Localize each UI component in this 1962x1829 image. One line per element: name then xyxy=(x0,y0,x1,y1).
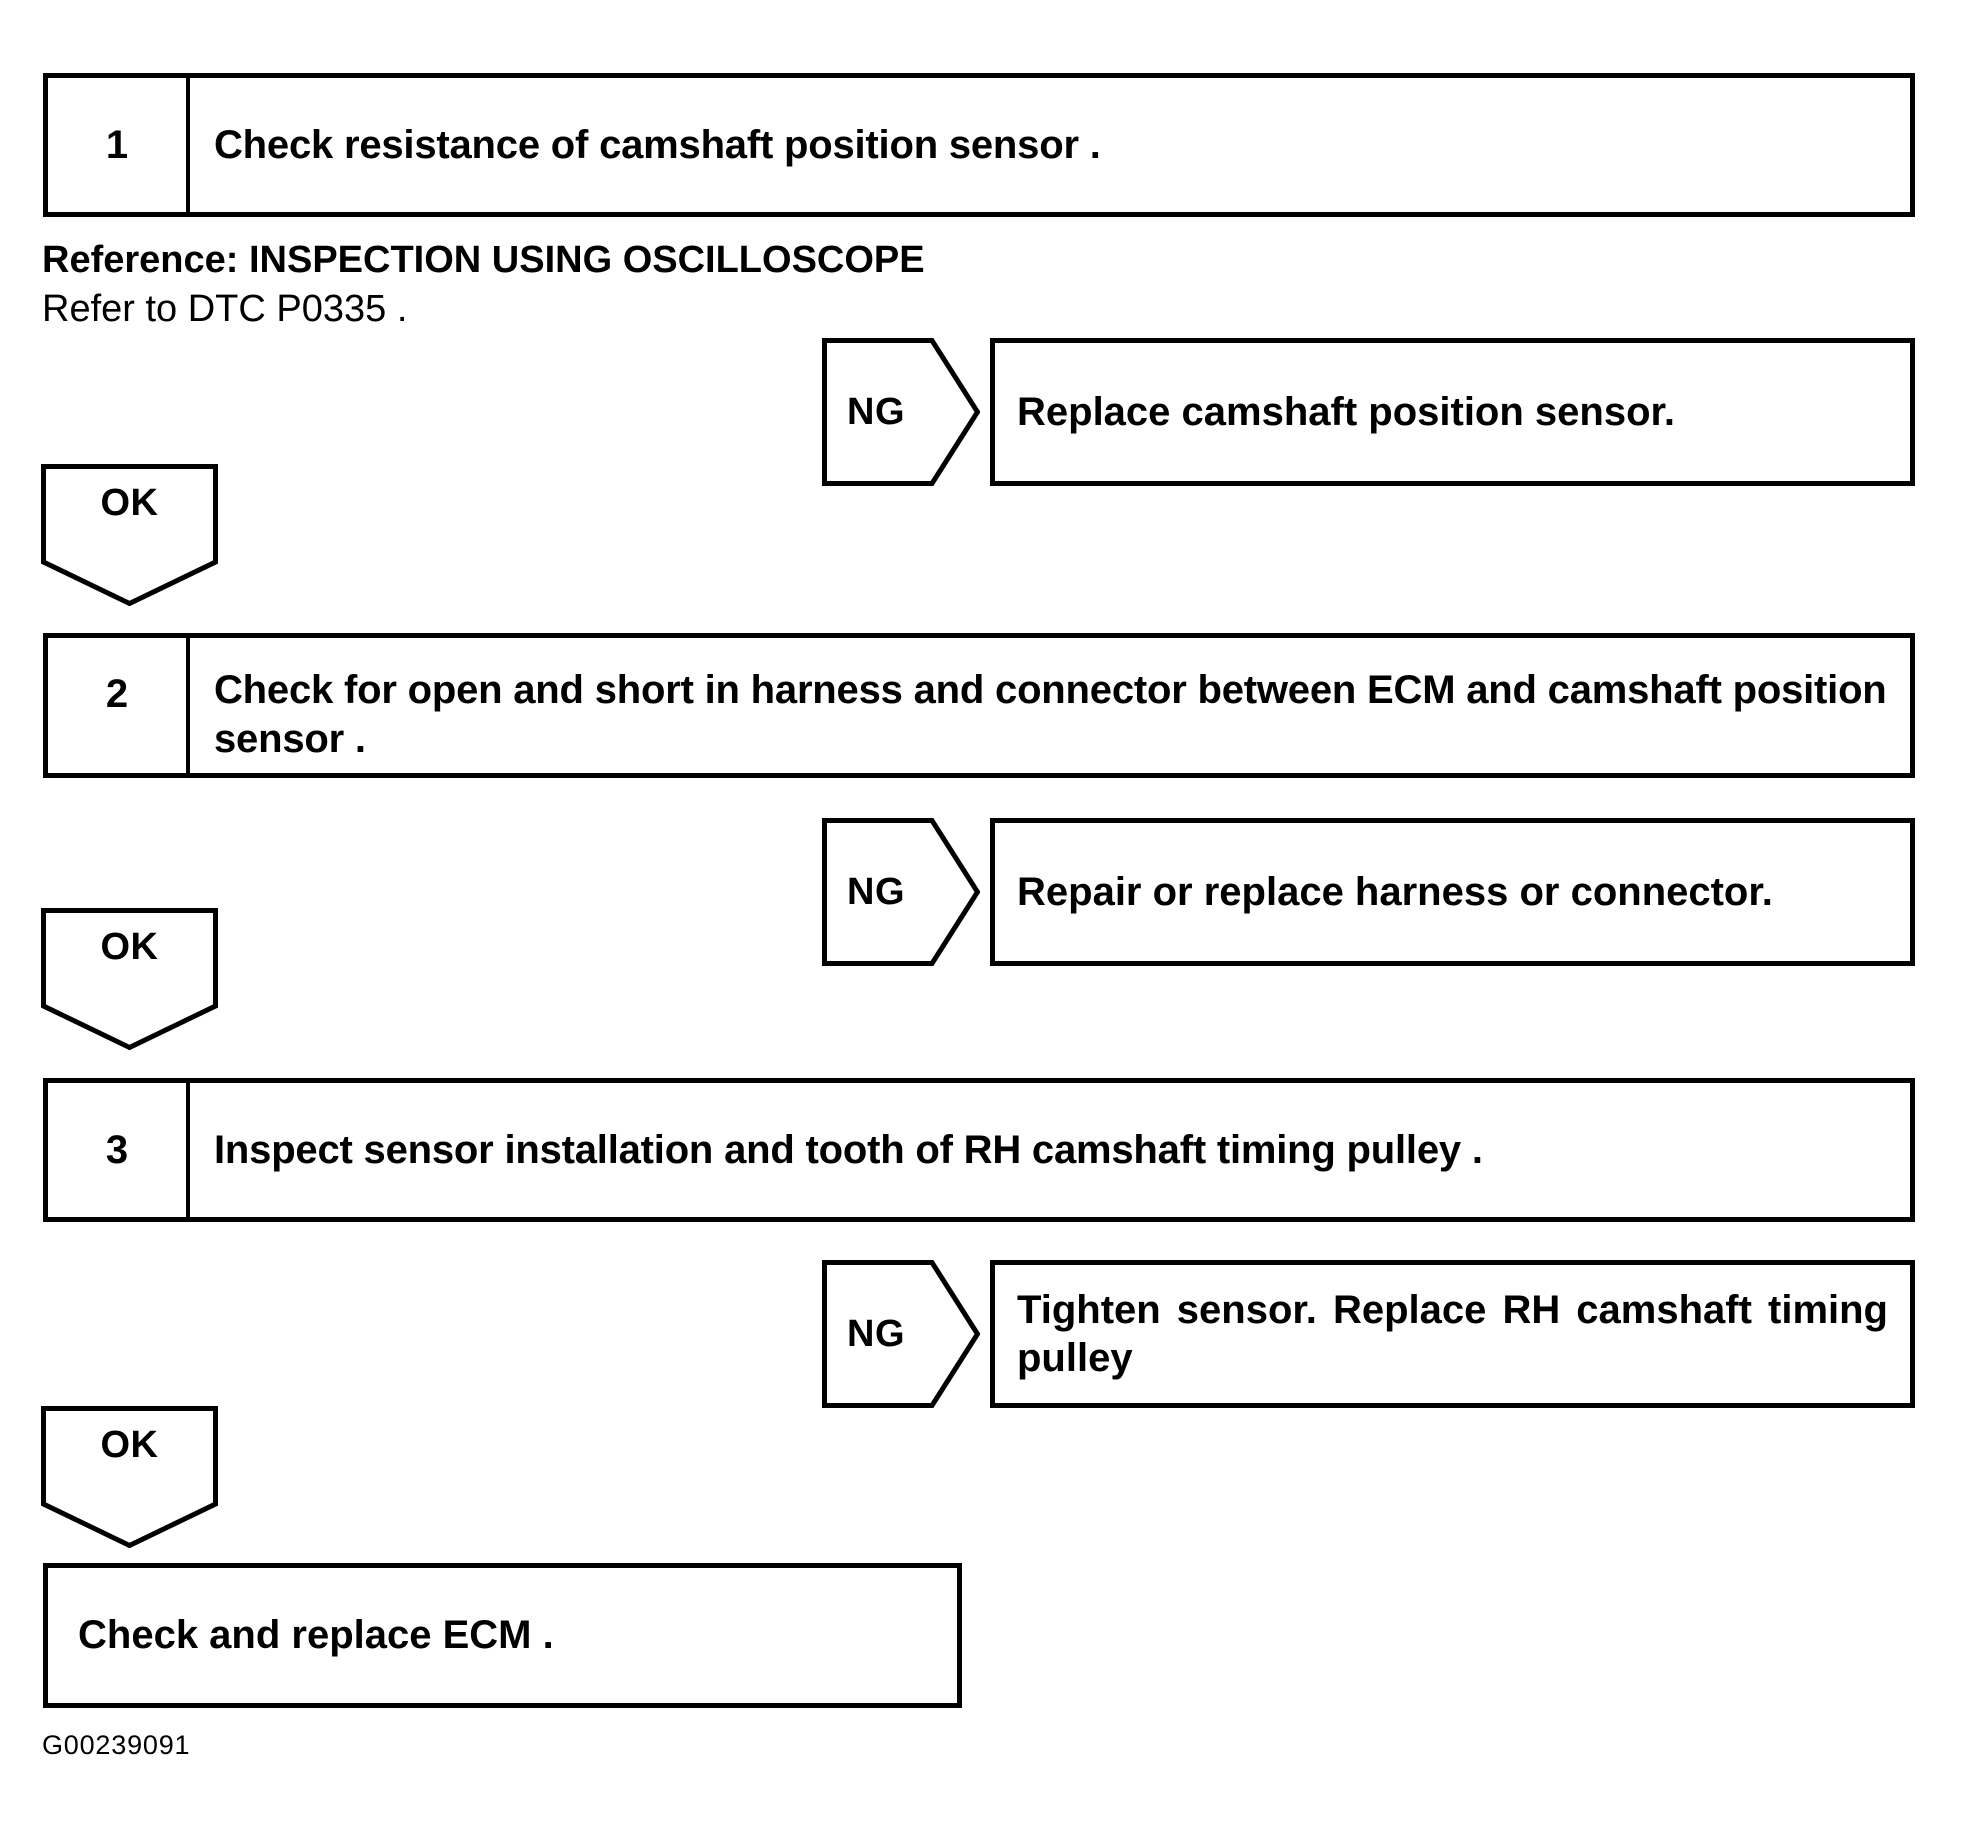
step-number-3: 3 xyxy=(48,1083,190,1217)
step-text-1: Check resistance of camshaft position se… xyxy=(214,122,1101,167)
ng-result-text-3: Tighten sensor. Replace RH camshaft timi… xyxy=(1017,1286,1888,1382)
final-action-text: Check and replace ECM . xyxy=(78,1613,554,1658)
ng-result-text-3-line1: Tighten sensor. Replace RH camshaft timi… xyxy=(1017,1288,1888,1332)
step-box-2: 2 Check for open and short in harness an… xyxy=(43,633,1915,778)
step-text-3: Inspect sensor installation and tooth of… xyxy=(214,1127,1483,1172)
reference-note: Reference: INSPECTION USING OSCILLOSCOPE… xyxy=(42,236,925,333)
ok-arrow-2: OK xyxy=(41,908,218,1050)
ng-arrow-1: NG xyxy=(822,338,980,486)
ng-result-text-2: Repair or replace harness or connector. xyxy=(1017,870,1773,914)
ok-arrow-1: OK xyxy=(41,464,218,606)
figure-code: G00239091 xyxy=(42,1730,191,1760)
ok-label-2: OK xyxy=(100,925,159,968)
step-number-2: 2 xyxy=(48,638,190,773)
ng-arrow-2: NG xyxy=(822,818,980,966)
final-action-box: Check and replace ECM . xyxy=(43,1563,962,1708)
ng-result-box-1: Replace camshaft position sensor. xyxy=(990,338,1915,486)
ng-label-3: NG xyxy=(847,1312,905,1355)
ok-label-3: OK xyxy=(100,1423,159,1466)
ng-arrow-3: NG xyxy=(822,1260,980,1408)
ng-result-text-3-line2: pulley xyxy=(1017,1336,1133,1380)
step-box-1: 1 Check resistance of camshaft position … xyxy=(43,73,1915,217)
step-text-2: Check for open and short in harness and … xyxy=(214,668,1887,761)
ng-label-2: NG xyxy=(847,870,905,913)
reference-title: Reference: INSPECTION USING OSCILLOSCOPE xyxy=(42,239,925,281)
step-box-3: 3 Inspect sensor installation and tooth … xyxy=(43,1078,1915,1222)
ok-label-1: OK xyxy=(100,481,159,524)
ok-arrow-3: OK xyxy=(41,1406,218,1548)
step-number-1: 1 xyxy=(48,78,190,212)
ng-label-1: NG xyxy=(847,390,905,433)
reference-subtitle: Refer to DTC P0335 . xyxy=(42,287,408,330)
ng-result-text-1: Replace camshaft position sensor. xyxy=(1017,390,1675,434)
ng-result-box-3: Tighten sensor. Replace RH camshaft timi… xyxy=(990,1260,1915,1408)
ng-result-box-2: Repair or replace harness or connector. xyxy=(990,818,1915,966)
